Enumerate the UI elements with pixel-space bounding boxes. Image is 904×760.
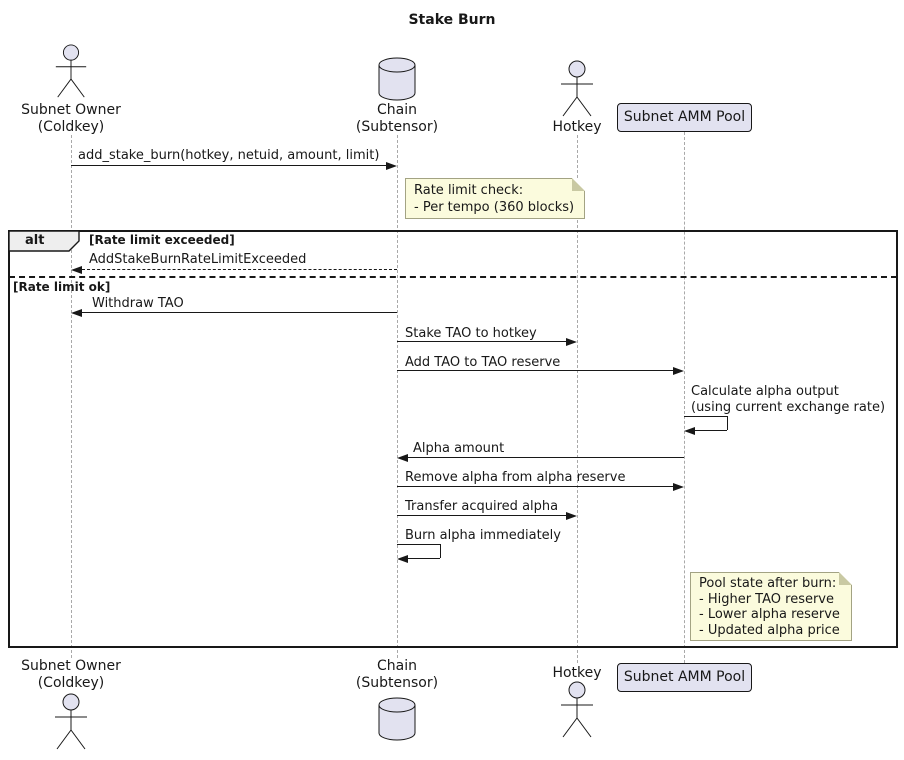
note-line: Rate limit check: — [414, 183, 524, 198]
note-line: - Higher TAO reserve — [699, 591, 835, 607]
self-message-arrow — [695, 430, 727, 431]
arrowhead-icon — [673, 483, 684, 491]
message-label: (using current exchange rate) — [691, 400, 886, 415]
note-rate-limit: Rate limit check: - Per tempo (360 block… — [405, 178, 585, 219]
message-label: Withdraw TAO — [92, 296, 184, 311]
self-message-arrow — [440, 544, 441, 558]
lifeline-owner — [71, 135, 72, 658]
self-message-arrow — [408, 558, 440, 559]
self-message-arrow — [727, 416, 728, 430]
note-line: - Lower alpha reserve — [699, 607, 840, 622]
note-fold-icon — [839, 572, 852, 585]
self-message-arrow — [397, 544, 440, 545]
participant-box: Subnet AMM Pool — [617, 663, 752, 692]
arrowhead-icon — [397, 454, 408, 462]
lifeline-pool — [684, 132, 685, 663]
message-label: add_stake_burn(hotkey, netuid, amount, l… — [78, 148, 380, 163]
participant-sublabel: (Coldkey) — [37, 675, 105, 691]
participant-label: Hotkey — [552, 119, 602, 135]
diagram-title: Stake Burn — [408, 12, 496, 28]
participant-label: Chain — [377, 658, 417, 674]
message-arrow — [397, 341, 567, 342]
arrowhead-icon — [566, 512, 577, 520]
arrowhead-icon — [566, 338, 577, 346]
alt-operator-badge — [9, 231, 80, 252]
alt-frame — [8, 230, 898, 648]
lifeline-chain — [397, 135, 398, 658]
arrowhead-icon — [71, 309, 82, 317]
note-fold-icon — [572, 178, 585, 191]
participant-label: Subnet Owner — [21, 102, 121, 118]
note-line: - Per tempo (360 blocks) — [414, 200, 575, 215]
note-pool-state: Pool state after burn: - Higher TAO rese… — [690, 572, 852, 641]
participant-label: Subnet Owner — [21, 658, 121, 674]
participant-sublabel: (Subtensor) — [355, 675, 439, 691]
arrowhead-icon — [673, 367, 684, 375]
message-label: AddStakeBurnRateLimitExceeded — [89, 252, 307, 267]
participant-label: Hotkey — [552, 665, 602, 681]
alt-else-divider — [9, 276, 897, 278]
message-arrow — [397, 486, 674, 487]
self-message-arrow — [684, 416, 727, 417]
actor-icon — [561, 681, 593, 738]
message-arrow — [397, 370, 674, 371]
actor-icon — [561, 60, 593, 117]
message-arrow — [82, 312, 397, 313]
participant-sublabel: (Coldkey) — [37, 119, 105, 135]
alt-guard-exceeded: [Rate limit exceeded] — [89, 233, 235, 247]
database-icon — [378, 57, 416, 101]
message-label: Burn alpha immediately — [405, 528, 561, 543]
arrowhead-icon — [386, 162, 397, 170]
note-line: Pool state after burn: — [699, 576, 837, 591]
alt-guard-ok: [Rate limit ok] — [13, 280, 111, 294]
participant-sublabel: (Subtensor) — [355, 119, 439, 135]
message-label: Transfer acquired alpha — [405, 499, 559, 514]
note-line: - Updated alpha price — [699, 622, 840, 638]
actor-icon — [55, 44, 87, 98]
participant-label: Chain — [377, 102, 417, 118]
arrowhead-icon — [684, 427, 695, 435]
message-arrow — [71, 165, 387, 166]
message-arrow — [397, 515, 567, 516]
message-arrow — [82, 269, 397, 270]
arrowhead-icon — [397, 555, 408, 563]
message-label: Calculate alpha output — [691, 384, 839, 399]
message-label: Stake TAO to hotkey — [405, 326, 537, 341]
message-label: Alpha amount — [413, 441, 505, 456]
arrowhead-icon — [71, 266, 82, 274]
lifeline-hotkey — [577, 135, 578, 663]
message-arrow — [408, 457, 684, 458]
message-label: Remove alpha from alpha reserve — [405, 470, 626, 485]
participant-box: Subnet AMM Pool — [617, 103, 752, 132]
message-label: Add TAO to TAO reserve — [405, 355, 561, 370]
database-icon — [378, 697, 416, 741]
alt-operator-label: alt — [25, 233, 45, 248]
actor-icon — [55, 693, 87, 750]
